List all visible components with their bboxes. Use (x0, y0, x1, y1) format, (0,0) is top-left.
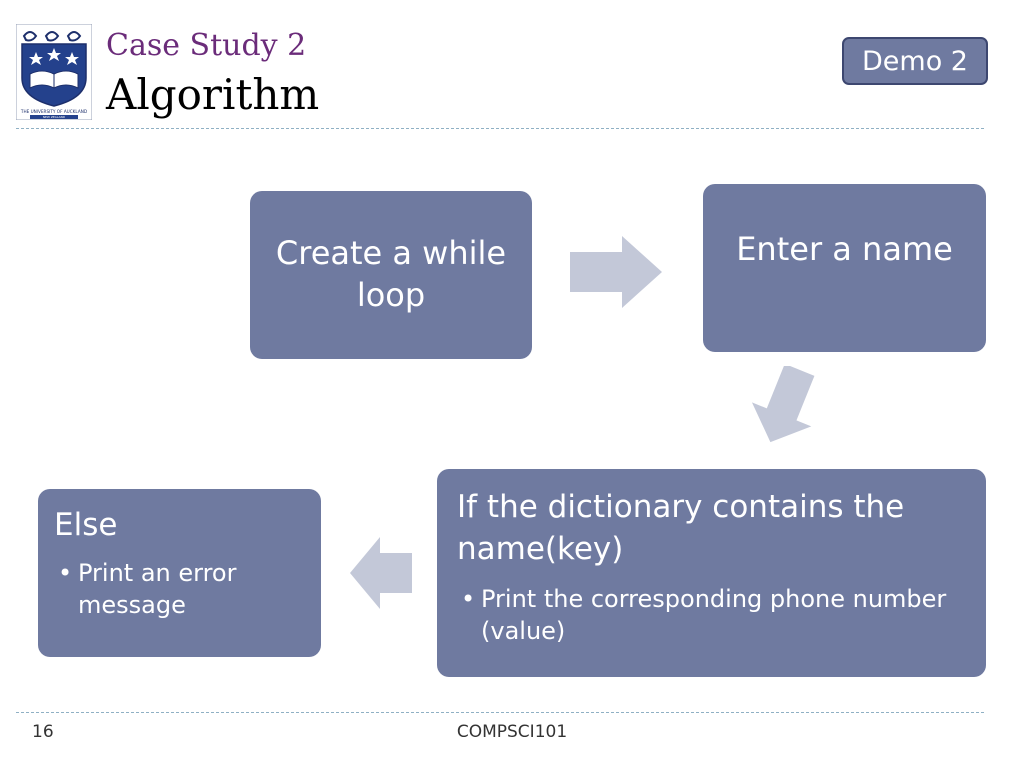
flow-step-create-while-loop: Create a while loop (250, 191, 532, 359)
arrow-left-icon (350, 537, 412, 609)
flow-step-if-contains: If the dictionary contains the name(key)… (437, 469, 986, 677)
arrow-right-icon (570, 236, 662, 308)
footer-divider (16, 712, 984, 713)
arrow-down-icon (751, 366, 815, 443)
svg-text:THE UNIVERSITY OF AUCKLAND: THE UNIVERSITY OF AUCKLAND (20, 109, 87, 114)
flow-step-label: Enter a name (736, 230, 953, 269)
flow-step-bullets: Print an error message (54, 557, 305, 622)
flow-step-bullet: Print the corresponding phone number (va… (457, 583, 966, 648)
flow-step-bullets: Print the corresponding phone number (va… (457, 583, 966, 648)
flow-step-heading: If the dictionary contains the name(key) (457, 489, 905, 567)
slide-subtitle: Case Study 2 (106, 28, 307, 63)
flow-step-enter-name: Enter a name (703, 184, 986, 352)
flow-step-else: Else Print an error message (38, 489, 321, 657)
demo-badge: Demo 2 (842, 37, 988, 85)
flow-step-label: Create a while loop (275, 234, 507, 314)
university-crest-icon: THE UNIVERSITY OF AUCKLAND NEW ZEALAND (16, 24, 92, 120)
slide-title: Algorithm (106, 70, 320, 119)
flow-step-bullet: Print an error message (54, 557, 305, 622)
header-divider (16, 128, 984, 129)
flow-step-heading: Else (54, 507, 118, 543)
page-number: 16 (32, 722, 54, 742)
course-code: COMPSCI101 (456, 722, 568, 742)
svg-text:NEW ZEALAND: NEW ZEALAND (43, 115, 66, 119)
